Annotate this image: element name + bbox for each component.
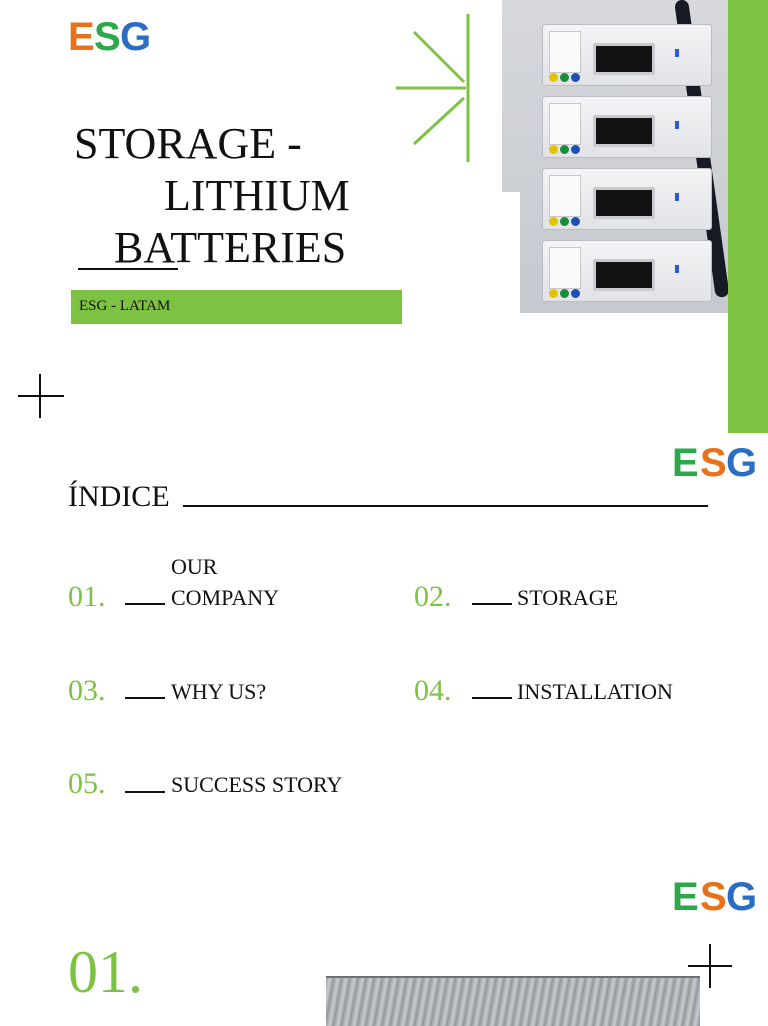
sparkle-lines-icon xyxy=(396,14,470,162)
cover-title-line1: STORAGE - xyxy=(74,119,302,168)
cover-title: STORAGE - LITHIUM BATTERIES xyxy=(74,118,350,274)
cover-title-line2: LITHIUM xyxy=(164,171,350,220)
plus-icon xyxy=(18,374,64,418)
esg-logo: E S G xyxy=(672,440,760,482)
index-item-number: 02. xyxy=(414,580,452,613)
esg-logo-icon: E S G xyxy=(672,441,757,482)
battery-module xyxy=(542,96,712,158)
svg-text:G: G xyxy=(726,875,755,916)
index-item-dash xyxy=(472,697,512,699)
index-rule xyxy=(183,505,708,507)
svg-text:G: G xyxy=(726,441,755,482)
svg-text:S: S xyxy=(94,15,120,56)
index-item-dash xyxy=(472,603,512,605)
cover-title-line3: BATTERIES xyxy=(114,223,347,272)
esg-logo: E S G xyxy=(68,14,156,56)
roof-photo xyxy=(326,976,700,1026)
svg-text:S: S xyxy=(700,875,726,916)
index-item-number: 01. xyxy=(68,580,106,613)
battery-module xyxy=(542,168,712,230)
esg-logo-icon: E S G xyxy=(68,15,151,56)
index-item-number: 05. xyxy=(68,767,106,800)
battery-photo xyxy=(502,0,728,313)
index-item-label: OUR COMPANY xyxy=(171,554,280,610)
svg-text:G: G xyxy=(120,15,149,56)
index-item-dash xyxy=(125,697,165,699)
cover-banner: ESG - LATAM xyxy=(71,290,402,324)
index-item-number: 04. xyxy=(414,674,452,707)
index-item-dash xyxy=(125,603,165,605)
index-item-label: STORAGE xyxy=(517,585,619,610)
index-item-label: WHY US? xyxy=(171,679,267,704)
svg-text:E: E xyxy=(68,15,94,56)
battery-module xyxy=(542,240,712,302)
section-number: 01. xyxy=(68,939,143,1005)
esg-logo: E S G xyxy=(672,874,760,916)
banner-text: ESG - LATAM xyxy=(79,298,171,314)
svg-text:E: E xyxy=(672,875,698,916)
battery-module xyxy=(542,24,712,86)
index-title: ÍNDICE xyxy=(68,480,170,513)
index-item-label: INSTALLATION xyxy=(517,679,673,704)
title-underline xyxy=(78,268,178,270)
svg-text:S: S xyxy=(700,441,726,482)
index-item-label: SUCCESS STORY xyxy=(171,772,343,797)
svg-text:E: E xyxy=(672,441,698,482)
index-item-number: 03. xyxy=(68,674,106,707)
index-item-dash xyxy=(125,791,165,793)
accent-bar xyxy=(728,0,768,433)
plus-icon xyxy=(688,944,732,988)
esg-logo-icon: E S G xyxy=(672,875,757,916)
photo-cutout xyxy=(502,192,520,313)
